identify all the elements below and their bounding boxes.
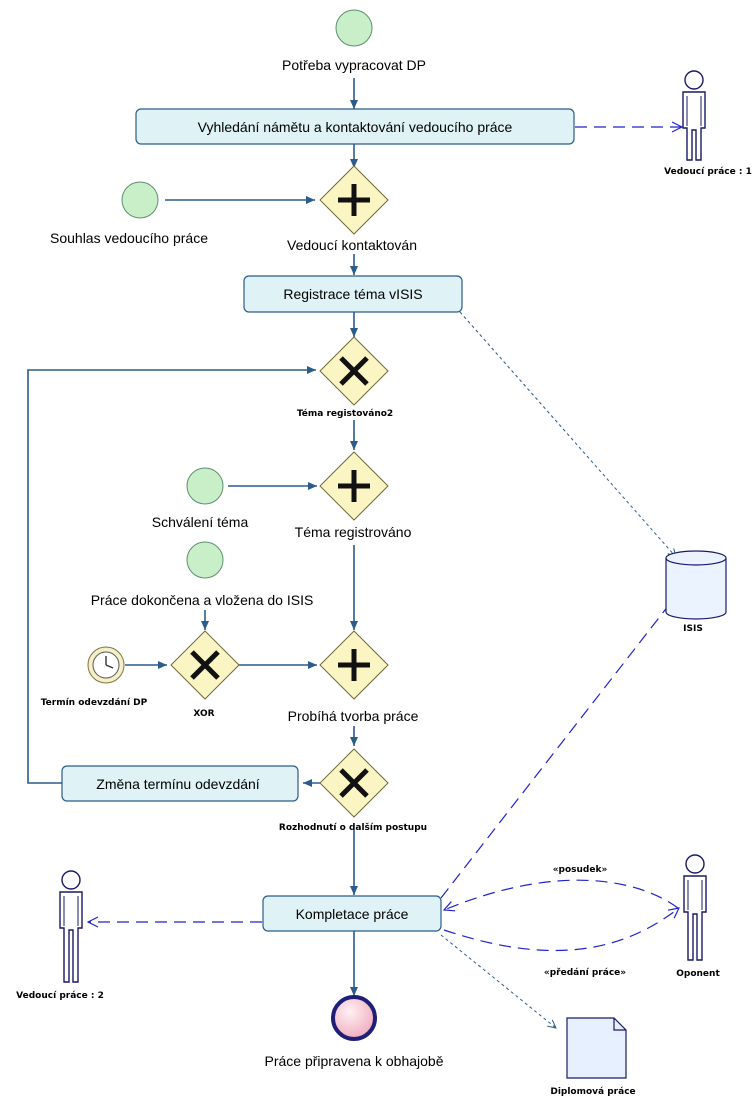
actor-1: Vedoucí práce : 1: [664, 70, 752, 177]
person-icon: [682, 70, 706, 161]
associations: [88, 127, 682, 1028]
sequence-flows: [27, 78, 358, 996]
actor-3: Oponent: [676, 854, 720, 979]
datastore-label: ISIS: [683, 624, 703, 634]
gateway-parallel-5: Probíhá tvorba práce: [288, 630, 419, 724]
end-event-label: Práce připravena k obhajobě: [264, 1053, 443, 1069]
start-event-icon: [335, 9, 373, 47]
start-event-3: Schválení téma: [152, 467, 249, 530]
person-icon: [59, 870, 83, 983]
assoc-t4-isis: [440, 592, 679, 899]
gateway-6-label: Rozhodnutí o dalším postupu: [279, 822, 427, 833]
x-icon: [190, 650, 220, 680]
timer-event-label: Termín odevzdání DP: [41, 698, 148, 708]
database-icon: [665, 550, 727, 620]
actor-2: Vedoucí práce : 2: [16, 870, 104, 1001]
document-icon: [566, 1017, 627, 1079]
person-icon: [683, 854, 707, 961]
gateway-2-label: Téma registováno2: [297, 408, 393, 419]
actor-3-label: Oponent: [676, 969, 720, 979]
assoc-predani: [443, 908, 679, 952]
start-event-icon: [121, 181, 159, 219]
start-event-4-label: Práce dokončena a vložena do ISIS: [91, 592, 314, 608]
actor-2-label: Vedoucí práce : 2: [16, 991, 104, 1001]
task-4-label: Kompletace práce: [296, 906, 409, 922]
gateway-parallel-3: Téma registrováno: [295, 451, 412, 540]
gateway-5-label: Probíhá tvorba práce: [288, 708, 419, 724]
start-event-1-label: Potřeba vypracovat DP: [282, 57, 426, 73]
plus-icon: [338, 184, 370, 216]
gateway-parallel-1: Vedoucí kontaktován: [287, 165, 417, 253]
flow-t3-g2: [27, 366, 316, 784]
start-event-2-label: Souhlas vedoucího práce: [50, 230, 208, 246]
task-3-box[interactable]: [61, 765, 299, 802]
gateway-3-label: Téma registrováno: [295, 524, 412, 540]
datastore-isis: ISIS: [665, 550, 727, 634]
task-2[interactable]: Registrace téma vISIS: [243, 275, 463, 313]
document-label: Diplomová práce: [550, 1087, 635, 1097]
start-event-4: Práce dokončena a vložena do ISIS: [91, 541, 314, 608]
plus-icon: [338, 649, 370, 681]
end-event: Práce připravena k obhajobě: [264, 995, 444, 1069]
task-4-box[interactable]: [262, 895, 442, 932]
gateway-4-label: XOR: [193, 709, 214, 719]
task-2-label: Registrace téma vISIS: [283, 286, 422, 302]
x-icon: [339, 768, 369, 798]
document-artifact: Diplomová práce: [550, 1017, 636, 1097]
assoc-predani-label: «předání práce»: [544, 968, 626, 978]
start-event-3-label: Schválení téma: [152, 514, 249, 530]
actor-1-label: Vedoucí práce : 1: [664, 167, 752, 177]
task-1-box[interactable]: [135, 108, 575, 145]
timer-event: Termín odevzdání DP: [41, 646, 148, 708]
task-4[interactable]: Kompletace práce: [262, 895, 442, 932]
x-icon: [339, 356, 369, 386]
task-2-box[interactable]: [243, 275, 463, 313]
task-1-label: Vyhledání námětu a kontaktování vedoucíh…: [198, 119, 513, 135]
assoc-posudek-label: «posudek»: [553, 865, 608, 875]
assoc-posudek: [444, 879, 679, 910]
assoc-t2-isis: [459, 311, 676, 557]
task-3[interactable]: Změna termínu odevzdání: [61, 765, 299, 802]
end-event-icon: [331, 995, 377, 1041]
start-event-1: Potřeba vypracovat DP: [282, 9, 426, 73]
gateway-1-label: Vedoucí kontaktován: [287, 237, 417, 253]
gateway-exclusive-2: Téma registováno2: [297, 336, 393, 419]
gateway-exclusive-6: Rozhodnutí o dalším postupu: [279, 748, 427, 833]
gateway-exclusive-4: XOR: [170, 630, 240, 719]
plus-icon: [338, 470, 370, 502]
assoc-t4-document: [440, 934, 556, 1028]
task-1[interactable]: Vyhledání námětu a kontaktování vedoucíh…: [135, 108, 575, 145]
start-event-icon: [186, 541, 224, 579]
start-event-2: Souhlas vedoucího práce: [50, 181, 208, 246]
task-3-label: Změna termínu odevzdání: [96, 776, 260, 792]
start-event-icon: [186, 467, 224, 505]
